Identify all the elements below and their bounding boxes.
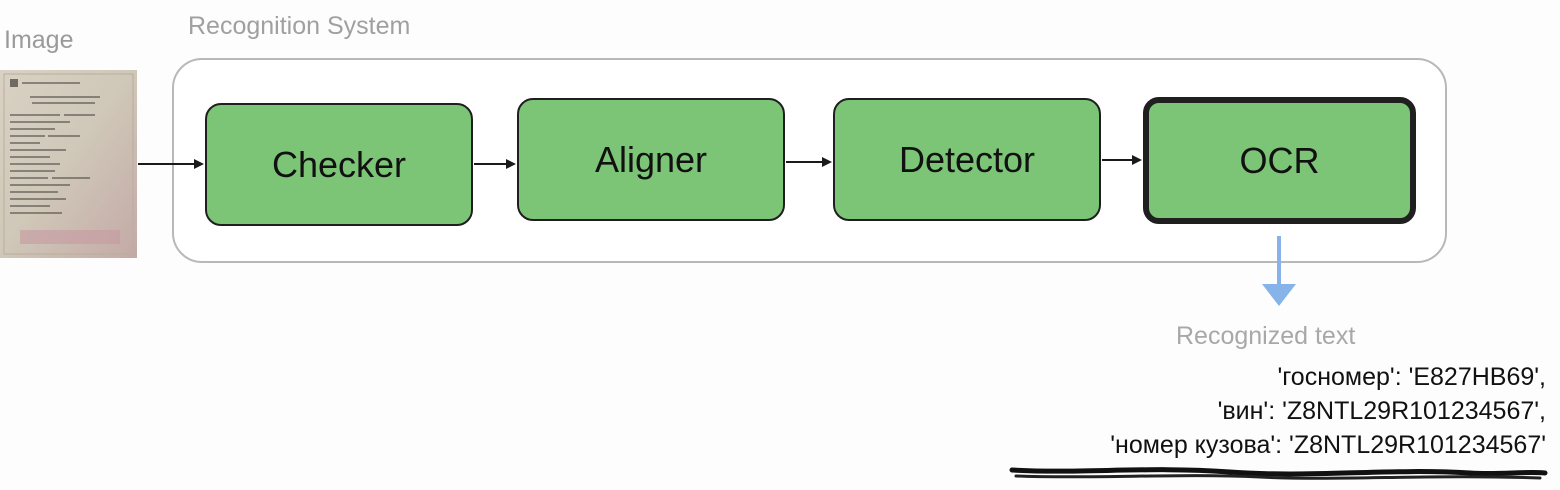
output-line: 'номер кузова': 'Z8NTL29R101234567': [1110, 431, 1546, 459]
stage-checker: Checker: [205, 103, 473, 226]
input-label: Image: [4, 26, 74, 54]
document-image: [0, 70, 137, 258]
arrow-down-icon: [1262, 236, 1296, 306]
output-line: 'вин': 'Z8NTL29R101234567',: [1217, 397, 1546, 425]
stage-detector: Detector: [833, 98, 1101, 221]
output-line: 'госномер': 'E827HB69',: [1277, 363, 1546, 391]
output-label: Recognized text: [1176, 322, 1356, 350]
recognized-text-block: 'госномер': 'E827HB69', 'вин': 'Z8NTL29R1…: [1110, 360, 1546, 462]
stage-ocr: OCR: [1143, 97, 1416, 224]
system-label: Recognition System: [188, 12, 411, 40]
stage-aligner: Aligner: [517, 98, 785, 221]
